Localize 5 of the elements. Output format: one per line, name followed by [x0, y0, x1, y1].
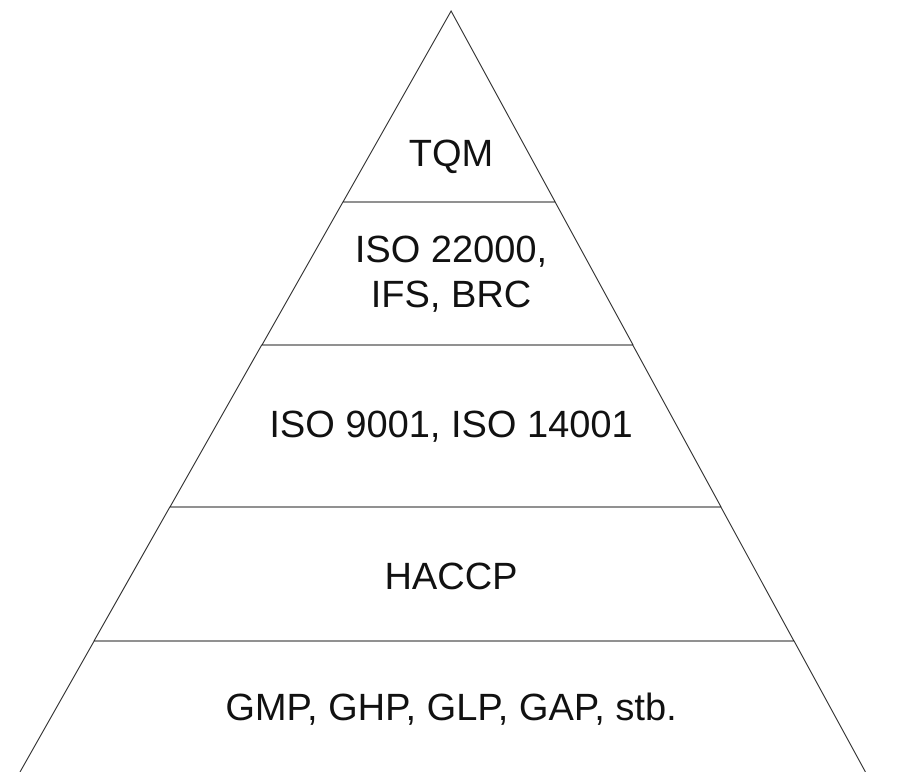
tier-label: GMP, GHP, GLP, GAP, stb.	[224, 686, 678, 731]
tier-label: HACCP	[383, 555, 518, 600]
tier-label: TQM	[408, 132, 494, 177]
tier-label: ISO 9001, ISO 14001	[268, 403, 634, 448]
tier-label: ISO 22000, IFS, BRC	[354, 228, 548, 318]
